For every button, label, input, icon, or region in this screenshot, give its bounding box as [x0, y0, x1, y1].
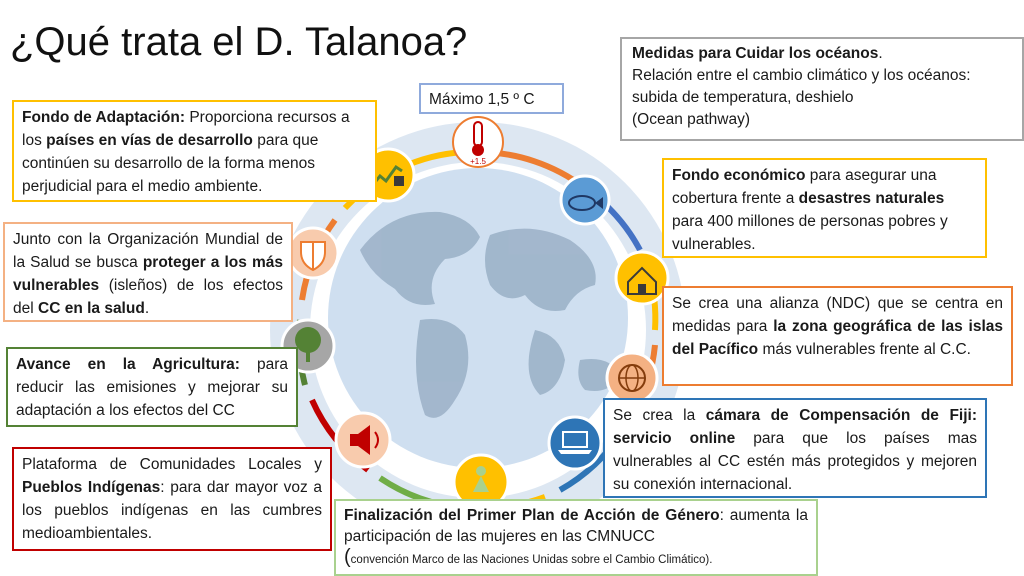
oceans-box: Medidas para Cuidar los océanos. Relació…: [620, 37, 1024, 141]
health-box: Junto con la Organización Mundial de la …: [3, 222, 293, 322]
globe-grid-icon: [605, 351, 659, 405]
indigenous-text-1: Plataforma de Comunidades Locales y: [22, 456, 322, 473]
oceans-heading: Medidas para Cuidar los océanos: [632, 45, 879, 62]
health-bold-2: CC en la salud: [38, 300, 145, 317]
megaphone-icon: [334, 411, 392, 469]
fish-icon: [559, 174, 611, 226]
gender-text-2: convención Marco de las Naciones Unidas …: [350, 554, 713, 566]
oceans-line-3: subida de temperatura, deshielo: [632, 89, 854, 106]
ndc-text-1: Se crea una alianza (NDC) que se centra …: [672, 295, 1003, 335]
gender-paren: (: [344, 546, 351, 568]
indigenous-box: Plataforma de Comunidades Locales y Pueb…: [12, 447, 332, 551]
health-text-3: .: [144, 300, 150, 317]
oceans-heading-end: .: [878, 45, 883, 62]
health-text-2: (isleños) de los efectos del: [13, 277, 283, 317]
oceans-heading-line: Medidas para Cuidar los océanos.: [632, 43, 1012, 65]
agriculture-bold-1: Avance en la Agricultura:: [16, 356, 240, 373]
thermometer-label: +1.5: [470, 157, 486, 166]
fund-bold-1: Fondo económico: [672, 167, 806, 184]
woman-icon: [452, 453, 510, 511]
temperature-label: Máximo 1,5 º C: [429, 91, 535, 108]
fund-bold-2: desastres naturales: [798, 190, 945, 207]
oceans-line-2: Relación entre el cambio climático y los…: [632, 67, 971, 84]
indigenous-text-2: : para dar mayor voz a los pueblos indíg…: [22, 479, 322, 542]
house-icon: [614, 250, 670, 306]
oceans-line-4: (Ocean pathway): [632, 111, 751, 128]
adaptation-bold-1: Fondo de Adaptación:: [22, 109, 186, 126]
page-title: ¿Qué trata el D. Talanoa?: [10, 20, 468, 64]
adaptation-text-2: para que continúen su desarrollo de la f…: [22, 132, 319, 195]
gender-text-1: : aumenta la participación de las mujere…: [344, 507, 808, 545]
economic-fund-box: Fondo económico para asegurar una cobert…: [662, 158, 987, 258]
ndc-bold-1: la zona geográfica de las islas del Pací…: [672, 318, 1003, 358]
adaptation-text-1: Proporciona recursos a los: [22, 109, 350, 149]
globe-continents: [360, 211, 620, 418]
temperature-box: Máximo 1,5 º C: [419, 83, 564, 114]
ndc-alliance-box: Se crea una alianza (NDC) que se centra …: [662, 286, 1013, 386]
fund-text-2: para 400 millones de personas pobres y v…: [672, 213, 948, 253]
adaptation-fund-box: Fondo de Adaptación: Proporciona recurso…: [12, 100, 377, 202]
fund-text-1: para asegurar una cobertura frente a: [672, 167, 937, 207]
agriculture-box: Avance en la Agricultura: para reducir l…: [6, 347, 298, 427]
fiji-text-1: Se crea la: [613, 407, 706, 424]
gender-plan-box: Finalización del Primer Plan de Acción d…: [334, 499, 818, 576]
shield-icon: [286, 226, 340, 280]
health-bold-1: proteger a los más vulnerables: [13, 254, 283, 294]
fiji-bold-1: cámara de Compensación de Fiji: servicio…: [613, 407, 977, 447]
ndc-text-2: más vulnerables frente al C.C.: [758, 341, 971, 358]
fiji-text-2: para que los países mas vulnerables al C…: [613, 430, 977, 493]
adaptation-bold-2: países en vías de desarrollo: [46, 132, 253, 149]
thermometer-icon: +1.5: [452, 116, 504, 168]
indigenous-bold-1: Pueblos Indígenas: [22, 479, 161, 496]
health-text-1: Junto con la Organización Mundial de la …: [13, 231, 283, 271]
fiji-box: Se crea la cámara de Compensación de Fij…: [603, 398, 987, 498]
laptop-icon: [547, 415, 603, 471]
agriculture-text-1: para reducir las emisiones y mejorar su …: [16, 356, 288, 419]
gender-bold-1: Finalización del Primer Plan de Acción d…: [344, 507, 720, 524]
